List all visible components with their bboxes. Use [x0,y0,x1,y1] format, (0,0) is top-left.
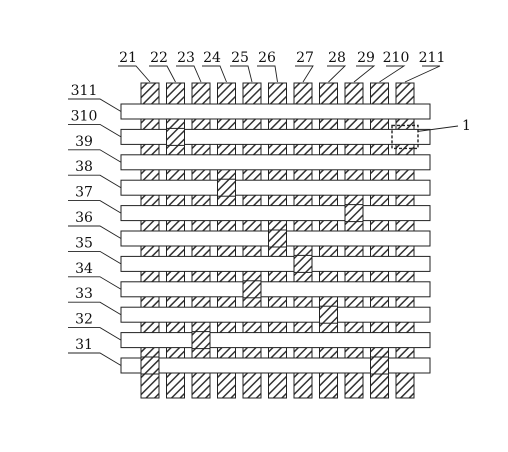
warp-leader [353,65,376,83]
weft-thread-32 [120,332,431,349]
warp-leader [379,65,406,83]
weft-leader [68,174,122,189]
weft-thread-33 [120,306,431,323]
warp-leader [149,65,176,83]
warp-float [217,178,236,197]
weft-label: 35 [75,235,93,251]
weft-label: 38 [75,159,93,175]
reference-labels: 1 21 22 23 24 25 26 27 28 29 210 211 311 310 39 38 37 36 3… [71,50,471,353]
weft-label: 33 [75,286,93,302]
weft-label: 311 [71,83,98,99]
leader-lines [68,65,459,366]
warp-label: 22 [150,50,168,66]
weft-thread-38 [120,179,431,196]
weft-leader [68,149,122,163]
weft-label: 310 [71,108,98,124]
warp-leader [327,65,347,83]
warp-leader [295,65,314,83]
warp-label: 28 [328,50,346,66]
warp-float [242,280,262,299]
warp-label: 24 [203,50,221,66]
warp-float [191,331,211,350]
warp-label: 210 [383,50,410,66]
warp-leader [202,65,227,83]
warp-float [268,229,287,248]
weft-leader [68,98,122,112]
warp-leader [404,65,441,83]
warp-overlaps [140,124,419,375]
warp-leader [257,65,278,83]
warp-leader [176,65,202,83]
weft-leader [68,276,122,290]
callout-box [391,124,419,150]
callout-leader [417,125,459,132]
warp-float [319,305,338,324]
warp-label: 21 [119,50,137,66]
warp-label: 26 [258,50,276,66]
warp-leader [230,65,253,83]
warp-float [344,204,364,223]
weft-label: 34 [75,261,93,277]
weft-leader [68,352,122,366]
warp-float [370,356,389,375]
weft-thread-39 [120,154,431,171]
weft-leader [68,123,122,138]
warp-float [140,356,160,375]
weft-leader [68,301,122,316]
warp-label: 27 [296,50,314,66]
warp-label: 23 [177,50,195,66]
callout-label: 1 [462,118,471,134]
weft-leader [68,250,122,265]
warp-leader [118,65,151,83]
warp-label: 25 [231,50,249,66]
weft-label: 39 [75,134,93,150]
warp-float [293,254,313,273]
weft-label: 37 [75,185,93,201]
weft-label: 31 [75,337,93,353]
weft-label: 36 [75,210,93,226]
weft-label: 32 [75,312,93,328]
weft-thread-34 [120,281,431,298]
weft-thread-35 [120,255,431,272]
weft-thread-37 [120,205,431,222]
weft-leader [68,225,122,239]
warp-label: 211 [419,50,446,66]
warp-float [166,127,185,146]
weft-leader [68,200,122,214]
weft-leader [68,327,122,341]
warp-label: 29 [357,50,375,66]
weft-thread-311 [120,103,431,120]
